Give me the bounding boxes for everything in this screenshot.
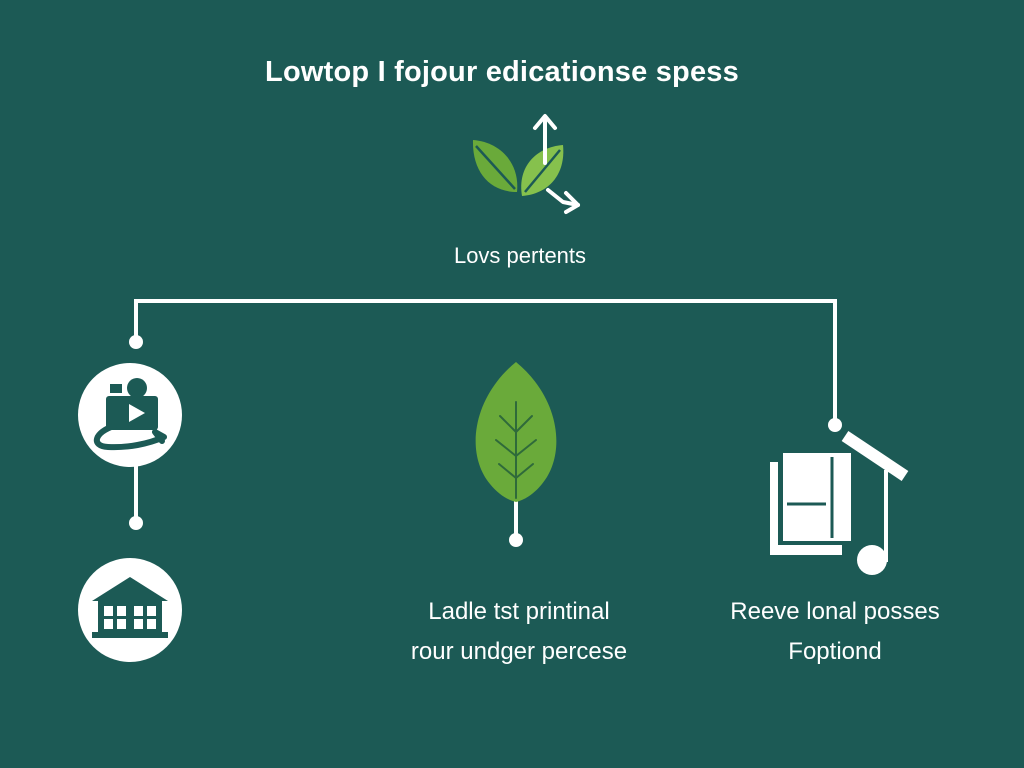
- connector-dots: [129, 335, 842, 547]
- right-caption-line-1: Reeve lonal posses: [730, 598, 940, 625]
- dot-left-middle: [129, 516, 143, 530]
- dot-left-upper: [129, 335, 143, 349]
- top-bracket-line: [134, 299, 837, 427]
- leaf-icon: [475, 362, 557, 502]
- right-caption-line-2: Foptiond: [788, 638, 882, 665]
- book-and-music-icon: [770, 431, 909, 575]
- video-camera-icon: [78, 363, 182, 467]
- page-title: Lowtop I fojour edicationse spess: [265, 56, 739, 88]
- building-icon: [78, 558, 182, 662]
- center-caption-line-2: rour undger percese: [410, 638, 628, 665]
- center-caption-line-1: Ladle tst printinal: [428, 598, 610, 625]
- dot-right: [828, 418, 842, 432]
- leaves-with-arrows-icon: [472, 114, 580, 214]
- hub-label: Lovs pertents: [453, 243, 587, 268]
- dot-center: [509, 533, 523, 547]
